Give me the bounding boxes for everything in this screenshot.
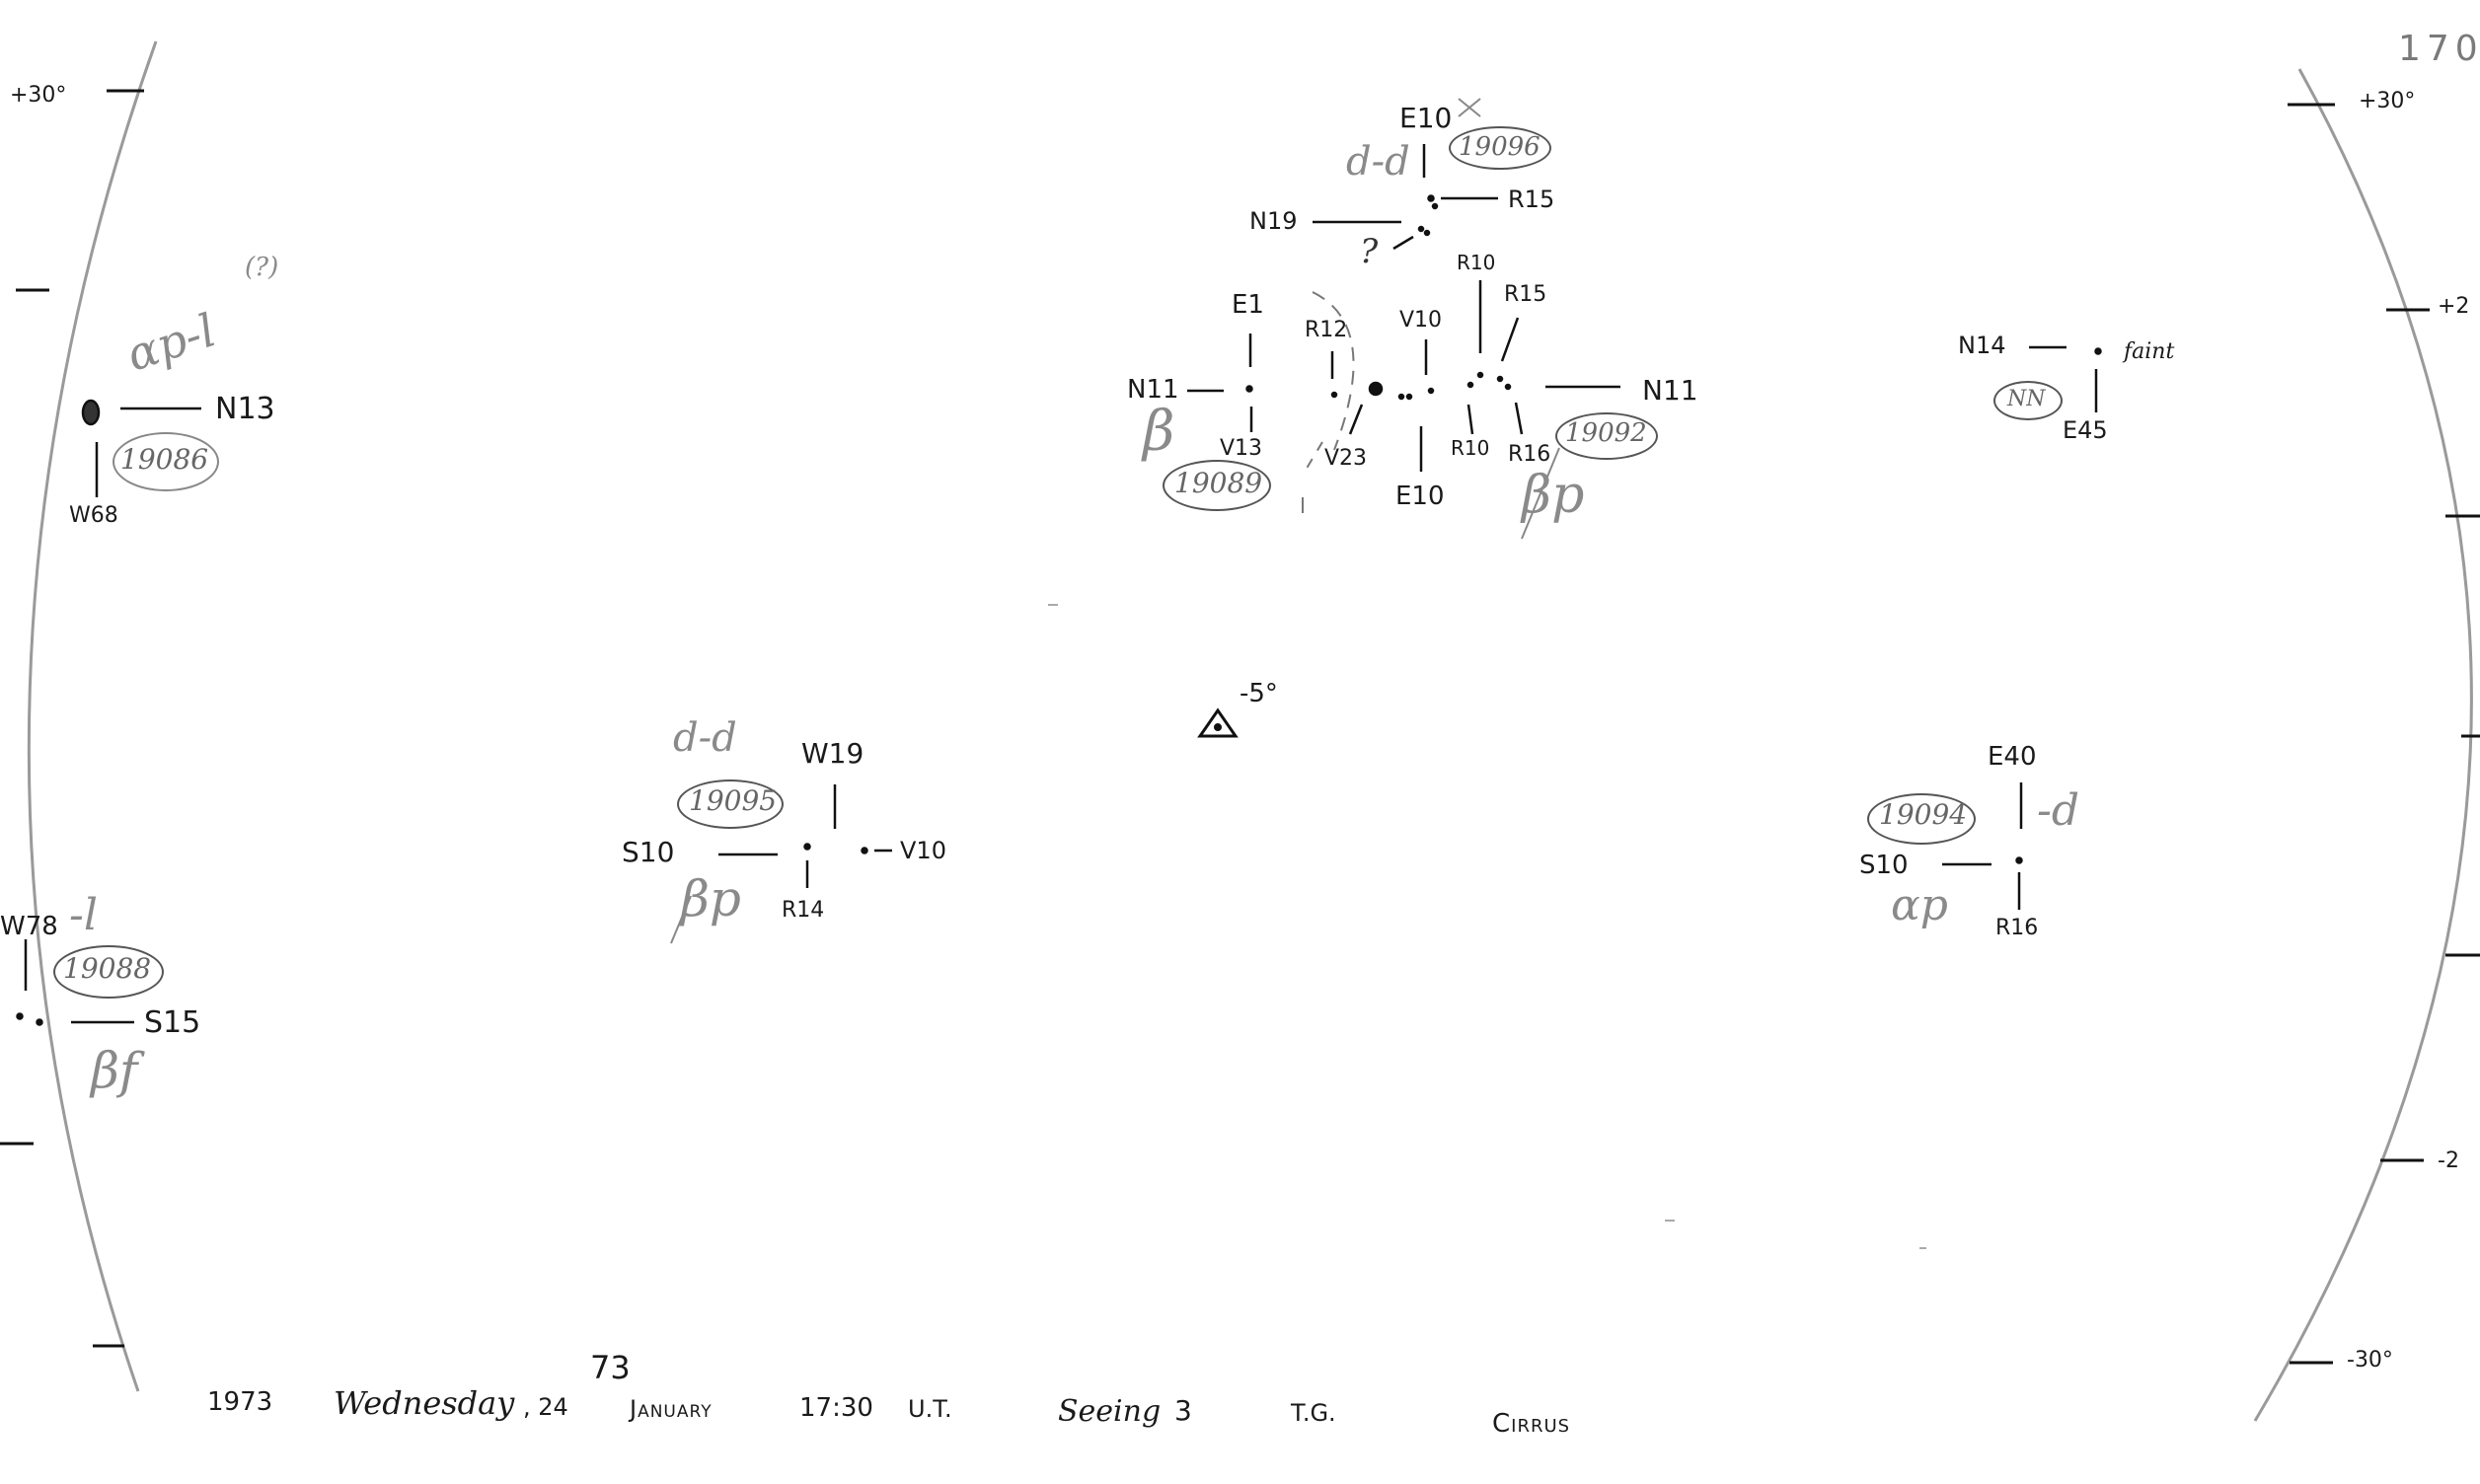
- footer-conditions: Cirrus: [1492, 1409, 1571, 1439]
- group-nn-left: N14: [1958, 332, 2006, 359]
- group-19088-number: 19088: [63, 952, 152, 985]
- group-19092-bottom-left: E10: [1395, 482, 1445, 511]
- center-label: -5°: [1240, 679, 1278, 708]
- group-19086-marks: [81, 399, 201, 497]
- group-19096-left: N19: [1249, 207, 1298, 235]
- group-19092-top-left: V10: [1399, 308, 1443, 333]
- group-19096-number: 19096: [1459, 132, 1541, 162]
- group-19092-number: 19092: [1565, 418, 1647, 448]
- right-limb-label-top: +30°: [2359, 89, 2416, 113]
- right-limb-ticks: [2288, 103, 2480, 1365]
- group-19096-top: E10: [1399, 102, 1453, 134]
- group-19088-subclass: βf: [91, 1042, 138, 1099]
- group-19095-marks: [670, 784, 892, 944]
- group-nn-bottom: E45: [2063, 416, 2108, 444]
- group-nn-oval: [1993, 381, 2063, 420]
- group-19094-left: S10: [1859, 851, 1909, 880]
- footer-date-note: 73: [590, 1349, 631, 1386]
- footer-time: 17:30: [799, 1393, 873, 1423]
- group-19088-class: -l: [69, 890, 98, 940]
- group-19089-number: 19089: [1174, 467, 1263, 499]
- footer-seeing-label: Seeing: [1058, 1394, 1162, 1429]
- group-19095-left: S10: [622, 836, 675, 868]
- group-nn-number: NN: [2007, 387, 2046, 411]
- footer-date: , 24: [523, 1393, 568, 1421]
- group-19094-subclass: αp: [1891, 880, 1948, 930]
- group-19092-top-right: R15: [1504, 282, 1547, 307]
- group-19092-bottom-mid: R10: [1451, 436, 1490, 460]
- footer-timezone: U.T.: [908, 1395, 952, 1423]
- group-19096-right: R15: [1508, 186, 1555, 213]
- group-19096-oval: [1449, 126, 1551, 170]
- group-19094-top: E40: [1988, 742, 2037, 772]
- group-19092-bottom-right: R16: [1508, 442, 1551, 467]
- group-19089-spot: R12: [1305, 318, 1348, 342]
- group-19092-marks: [1397, 280, 1620, 540]
- right-limb-arc: [2253, 68, 2473, 1422]
- group-19094-marks: [1942, 782, 2023, 910]
- page-number: 170: [2398, 29, 2480, 69]
- group-19096-question: ?: [1360, 232, 1379, 271]
- group-19095-subclass: βp: [681, 870, 741, 928]
- group-19089-oval: [1163, 460, 1271, 511]
- group-19086-oval: [113, 432, 219, 491]
- right-limb-label-mid-lower: -2: [2438, 1149, 2459, 1173]
- group-nn-marks: [2029, 345, 2102, 412]
- group-19088-marks: [16, 939, 134, 1026]
- group-19094-class: -d: [2037, 785, 2080, 836]
- group-19096-marks: [1313, 98, 1498, 251]
- group-19095-top: W19: [801, 737, 864, 770]
- group-19092-top-mid: R10: [1457, 251, 1496, 274]
- group-19089-penumbra: V13: [1220, 436, 1263, 461]
- group-19095-number: 19095: [689, 784, 778, 817]
- footer-month: January: [630, 1395, 713, 1423]
- group-19094-bottom: R16: [1995, 916, 2039, 940]
- group-19088-right: S15: [144, 1005, 201, 1040]
- group-19096-class: d-d: [1346, 139, 1410, 185]
- group-19095-oval: [677, 779, 784, 829]
- left-limb-label-top: +30°: [10, 83, 67, 108]
- footer-seeing-value: 3: [1174, 1394, 1192, 1427]
- group-19094-number: 19094: [1879, 798, 1968, 831]
- left-limb-arc: [27, 40, 158, 1392]
- group-19094-oval: [1867, 793, 1976, 845]
- group-19086-number: 19086: [120, 443, 209, 476]
- footer-observer: T.G.: [1291, 1399, 1336, 1427]
- group-19089-class: β: [1143, 400, 1175, 464]
- footer-day: Wednesday: [334, 1384, 515, 1422]
- group-19095-class: d-d: [673, 715, 737, 761]
- group-19088-oval: [53, 945, 164, 999]
- group-19086-bottom: W68: [69, 503, 118, 528]
- group-19089-marks: [1187, 291, 1384, 513]
- group-19089-top: E1: [1232, 290, 1264, 320]
- group-19089-bottom: V23: [1324, 446, 1368, 471]
- group-19092-class: βp: [1522, 466, 1585, 525]
- group-19095-right: V10: [900, 837, 946, 864]
- right-limb-label-mid-upper: +2: [2438, 294, 2470, 319]
- right-limb-label-bottom: -30°: [2347, 1348, 2393, 1373]
- left-limb-ticks: [0, 89, 144, 1348]
- group-19086-right: N13: [215, 392, 275, 426]
- center-triangle-icon: [1197, 707, 1239, 738]
- group-19088-top: W78: [0, 912, 58, 941]
- group-19092-oval: [1555, 412, 1658, 460]
- group-19089-left: N11: [1127, 375, 1179, 405]
- group-19086-note: (?): [245, 253, 279, 282]
- group-nn-note: faint: [2124, 339, 2175, 364]
- group-19092-right: N11: [1642, 374, 1698, 407]
- footer-year: 1973: [207, 1387, 273, 1417]
- stray-marks: [1048, 604, 1926, 1249]
- group-19095-bottom: R14: [782, 898, 825, 923]
